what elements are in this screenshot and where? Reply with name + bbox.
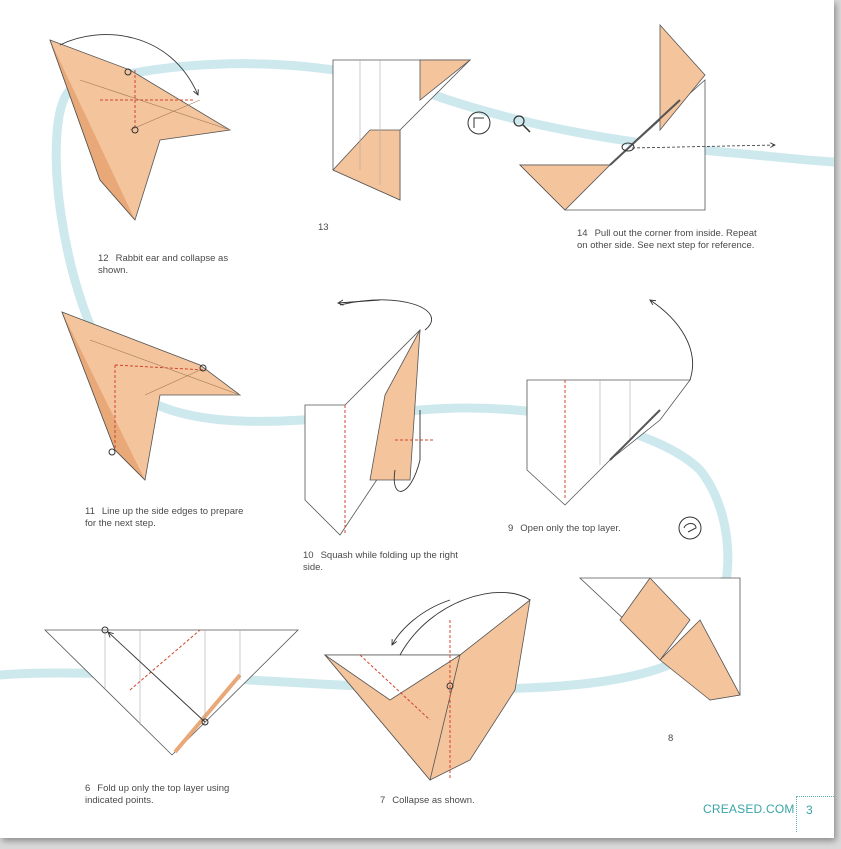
- step-number: 12: [98, 253, 109, 264]
- step-text: Pull out the corner from inside. Repeat …: [577, 228, 757, 251]
- step-text: Line up the side edges to prepare for th…: [85, 506, 244, 529]
- footer-brand: CREASED.COM: [703, 802, 795, 816]
- step-number: 11: [85, 506, 95, 517]
- step-number: 14: [577, 228, 588, 239]
- step-13-diagram: [332, 59, 472, 201]
- step-text: Squash while folding up the right side.: [303, 550, 458, 573]
- footer-divider-top: [796, 796, 834, 797]
- magnify-icon: [513, 115, 531, 133]
- footer-divider: [796, 796, 797, 832]
- diagram-artwork: [0, 23, 834, 781]
- step-text: Open only the top layer.: [520, 523, 621, 534]
- step-7-caption: 7 Collapse as shown.: [380, 795, 540, 807]
- step-9-diagram: [526, 300, 694, 506]
- step-12-diagram: [49, 34, 232, 221]
- page-number: 3: [806, 803, 813, 817]
- step-10-diagram: [304, 299, 435, 536]
- step-14-diagram: [519, 23, 775, 211]
- step-9-caption: 9 Open only the top layer.: [508, 523, 688, 535]
- turn-over-icon: [678, 516, 702, 540]
- step-13-number: 13: [318, 222, 329, 233]
- step-text: Collapse as shown.: [392, 795, 475, 806]
- step-number: 7: [380, 795, 386, 806]
- step-8-number: 8: [668, 733, 674, 744]
- step-text: Rabbit ear and collapse as shown.: [98, 253, 229, 276]
- step-7-diagram: [323, 592, 531, 781]
- step-number: 9: [508, 523, 514, 534]
- step-8-diagram: [578, 577, 741, 701]
- step-number: 10: [303, 550, 314, 561]
- rotate-icon: [467, 111, 491, 135]
- step-6-diagram: [44, 626, 299, 756]
- step-text: Fold up only the top layer using indicat…: [85, 783, 230, 806]
- step-number: 6: [85, 783, 91, 794]
- step-11-diagram: [61, 311, 242, 481]
